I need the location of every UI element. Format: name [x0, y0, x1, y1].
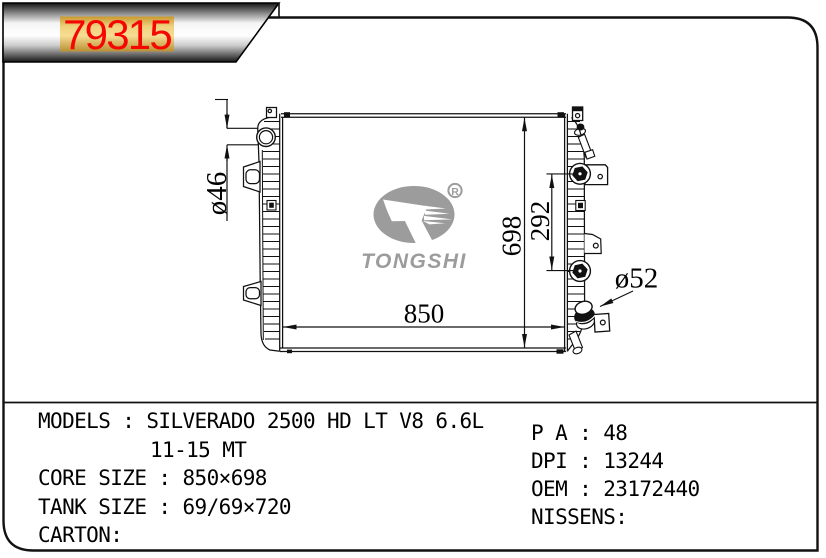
- dim-outlet-label: ø52: [615, 263, 659, 295]
- dim-core-height: 698: [497, 117, 527, 348]
- left-bracket-lower: [242, 280, 262, 307]
- spec-nissens: NISSENS:: [531, 504, 628, 529]
- spec-left-column: MODELS : SILVERADO 2500 HD LT V8 6.6L 11…: [38, 403, 518, 551]
- spec-models: MODELS : SILVERADO 2500 HD LT V8 6.6L: [38, 409, 484, 433]
- upper-fitting: [568, 162, 609, 186]
- registered-letter: R: [451, 186, 459, 198]
- dim-port-spacing-label: 292: [525, 201, 555, 242]
- outlet-assembly: [568, 300, 611, 355]
- dim-port-spacing: 292: [525, 173, 577, 272]
- dim-core-width-label: 850: [404, 299, 445, 329]
- spec-carton: CARTON:: [38, 522, 123, 547]
- dim-core-height-label: 698: [497, 216, 527, 257]
- left-crimp-ticks: [263, 120, 280, 340]
- spec-pa: P A : 48: [531, 421, 628, 445]
- brand-watermark: R TONGSHI: [361, 182, 467, 273]
- left-tank: [242, 106, 280, 352]
- dim-core-width: 850: [282, 299, 565, 330]
- logo-arrow-icon: [383, 199, 452, 247]
- left-bracket-upper: [242, 160, 261, 193]
- part-number-plate: [60, 16, 174, 52]
- dim-outlet: ø52: [599, 263, 659, 308]
- spec-models-cont: 11-15 MT: [150, 437, 247, 462]
- right-mid-bracket: [584, 232, 602, 255]
- brand-name: TONGSHI: [361, 250, 467, 273]
- right-top-bracket: [571, 106, 596, 160]
- spec-core-size: CORE SIZE : 850×698: [38, 466, 267, 490]
- core-outline: [279, 112, 569, 354]
- right-tank: [566, 106, 611, 355]
- registered-mark: R: [447, 182, 463, 198]
- dim-inlet: ø46: [201, 98, 259, 221]
- dimension-annotations: 850 698 292 ø46 ø52: [201, 98, 659, 348]
- part-number: 79315: [63, 11, 171, 58]
- spec-tank-size: TANK SIZE : 69/69×720: [38, 494, 292, 519]
- spec-right-column: P A : 48 DPI : 13244 OEM : 23172440 NISS…: [531, 403, 811, 551]
- radiator-drawing: [242, 106, 611, 355]
- dim-inlet-label: ø46: [201, 172, 233, 216]
- spec-dpi: DPI : 13244: [531, 449, 664, 473]
- spec-oem: OEM : 23172440: [531, 477, 700, 501]
- part-number-banner: 79315: [2, 2, 281, 63]
